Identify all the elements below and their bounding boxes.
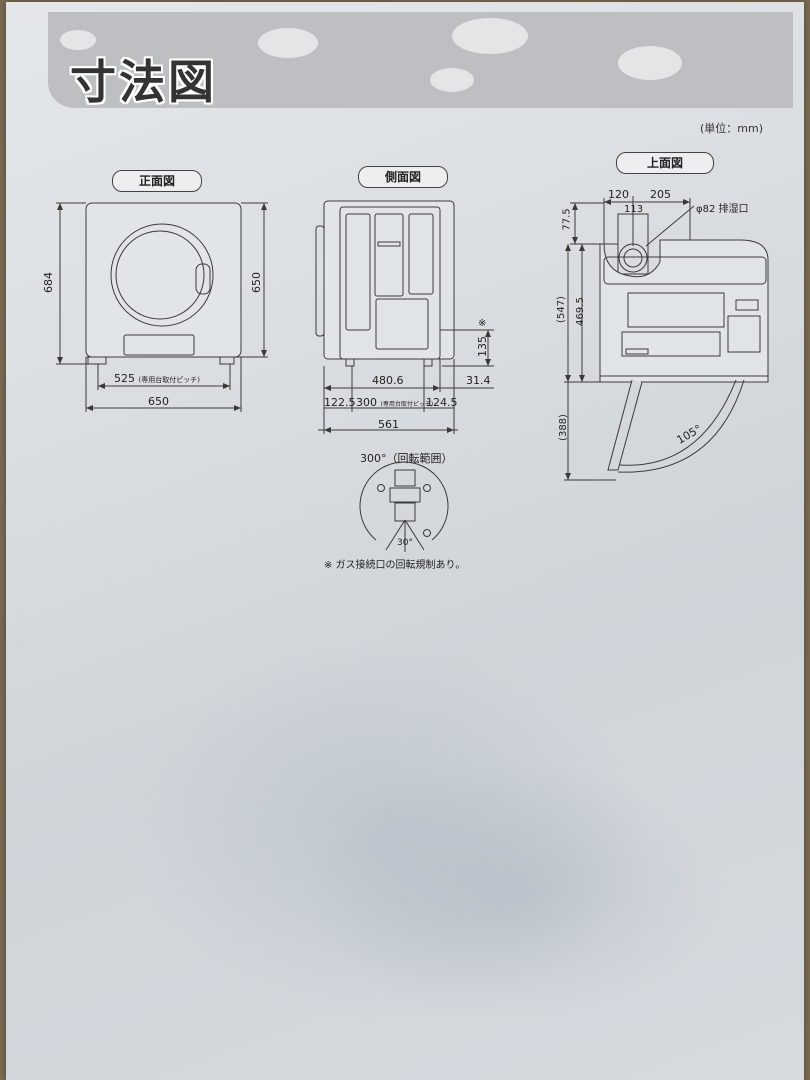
cloud-decoration [258, 28, 318, 58]
top-dim-388: (388) [557, 414, 569, 441]
shadow-overlay [306, 762, 726, 1022]
side-dim-124-5: 124.5 [426, 396, 458, 409]
arrowheads [57, 199, 690, 480]
cloud-decoration [430, 68, 474, 92]
top-dim-205: 205 [650, 188, 671, 201]
unit-note: (単位：mm) [700, 122, 764, 135]
top-dim-469-5: 469.5 [574, 297, 586, 326]
rotation-range-label: 300°（回転範囲） [360, 452, 453, 465]
cloud-decoration [618, 46, 682, 80]
front-dim-525-value: 525 [114, 372, 135, 385]
side-view-drawing [315, 200, 494, 434]
side-dim-300: 300 (専用台取付ピッチ) [356, 396, 433, 409]
side-dim-31-4: 31.4 [466, 374, 491, 387]
side-dim-561: 561 [378, 418, 399, 431]
front-dim-684: 684 [42, 272, 55, 293]
top-exhaust-label: φ82 排湿口 [696, 204, 749, 215]
top-dim-77-5: 77.5 [561, 208, 573, 231]
side-view-label: 側面図 [358, 166, 448, 188]
top-view-drawing [564, 196, 769, 481]
front-dim-525-note: (専用台取付ピッチ) [138, 376, 200, 384]
front-dim-650-height: 650 [250, 272, 263, 293]
front-view-label: 正面図 [112, 170, 202, 192]
side-asterisk: ※ [478, 318, 487, 329]
side-dim-122-5: 122.5 [324, 396, 356, 409]
rotation-diagram [359, 461, 449, 552]
front-dim-525: 525 (専用台取付ピッチ) [114, 372, 200, 385]
top-dim-120: 120 [608, 188, 629, 201]
shadow-overlay [126, 642, 646, 1022]
side-dim-300-value: 300 [356, 396, 377, 409]
top-view-label: 上面図 [616, 152, 714, 174]
side-dim-300-note: (専用台取付ピッチ) [380, 401, 434, 408]
top-dim-113: 113 [624, 204, 644, 215]
front-view-drawing [56, 202, 268, 412]
rotation-restriction-note: ※ ガス接続口の回転規制あり。 [324, 560, 466, 571]
side-dim-480-6: 480.6 [372, 374, 404, 387]
cloud-decoration [60, 30, 96, 50]
top-dim-547: (547) [555, 296, 567, 323]
page-title: 寸法図 [70, 55, 217, 109]
side-dim-135: 135 [476, 336, 489, 357]
cloud-decoration [452, 18, 528, 54]
front-dim-650-width: 650 [148, 395, 169, 408]
rotation-inner-angle: 30° [397, 538, 413, 548]
